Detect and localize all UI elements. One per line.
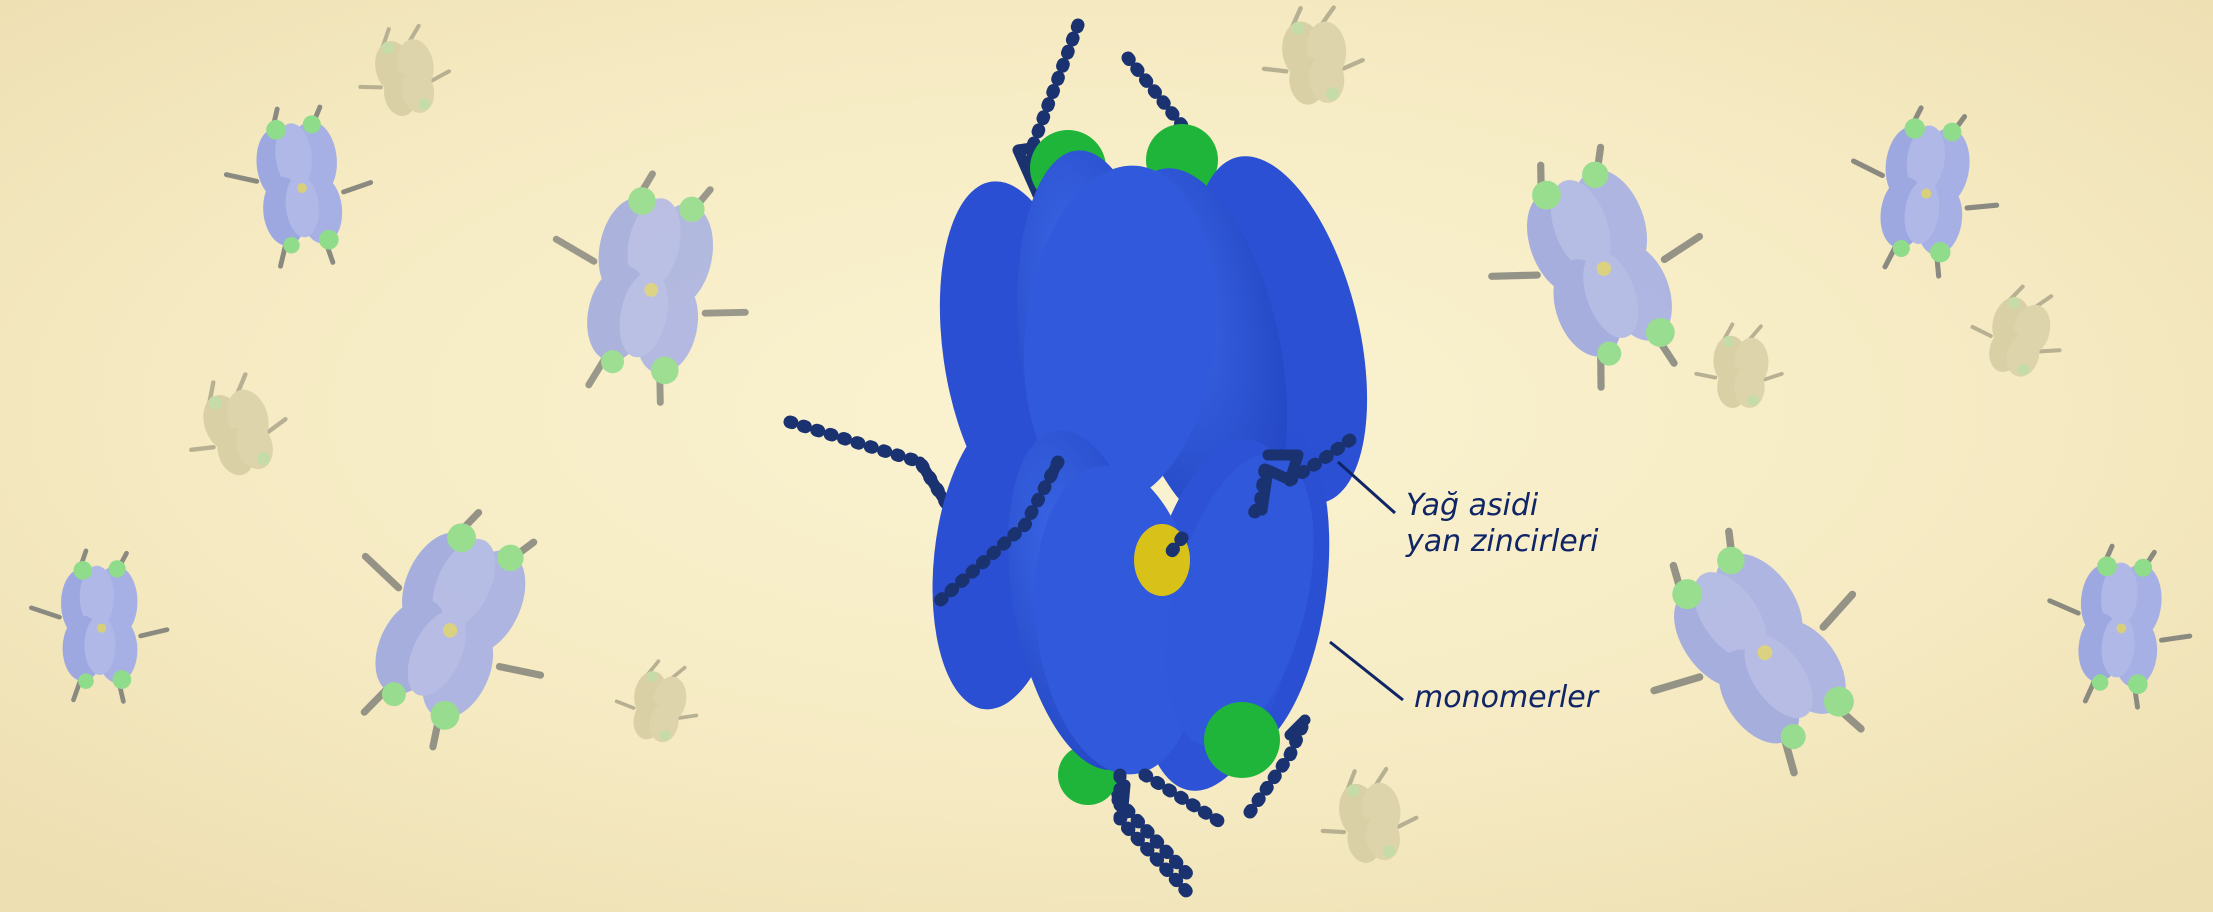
fatty-acid-label-line2: yan zincirleri: [1406, 524, 1598, 560]
monomers-label-text: monomerler: [1414, 680, 1598, 716]
fatty-acid-label-line1: Yağ asidi: [1406, 488, 1598, 524]
lipid-head-icon: [1204, 702, 1280, 778]
monomers-label: monomerler: [1414, 680, 1598, 716]
fatty-acid-side-chains-label: Yağ asidi yan zincirleri: [1406, 488, 1598, 560]
